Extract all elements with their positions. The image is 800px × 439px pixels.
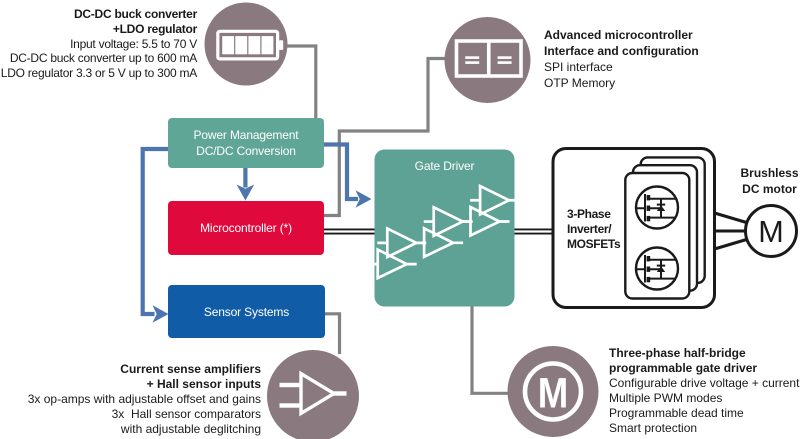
svg-text:M: M — [538, 370, 569, 418]
svg-text:M: M — [758, 214, 784, 249]
